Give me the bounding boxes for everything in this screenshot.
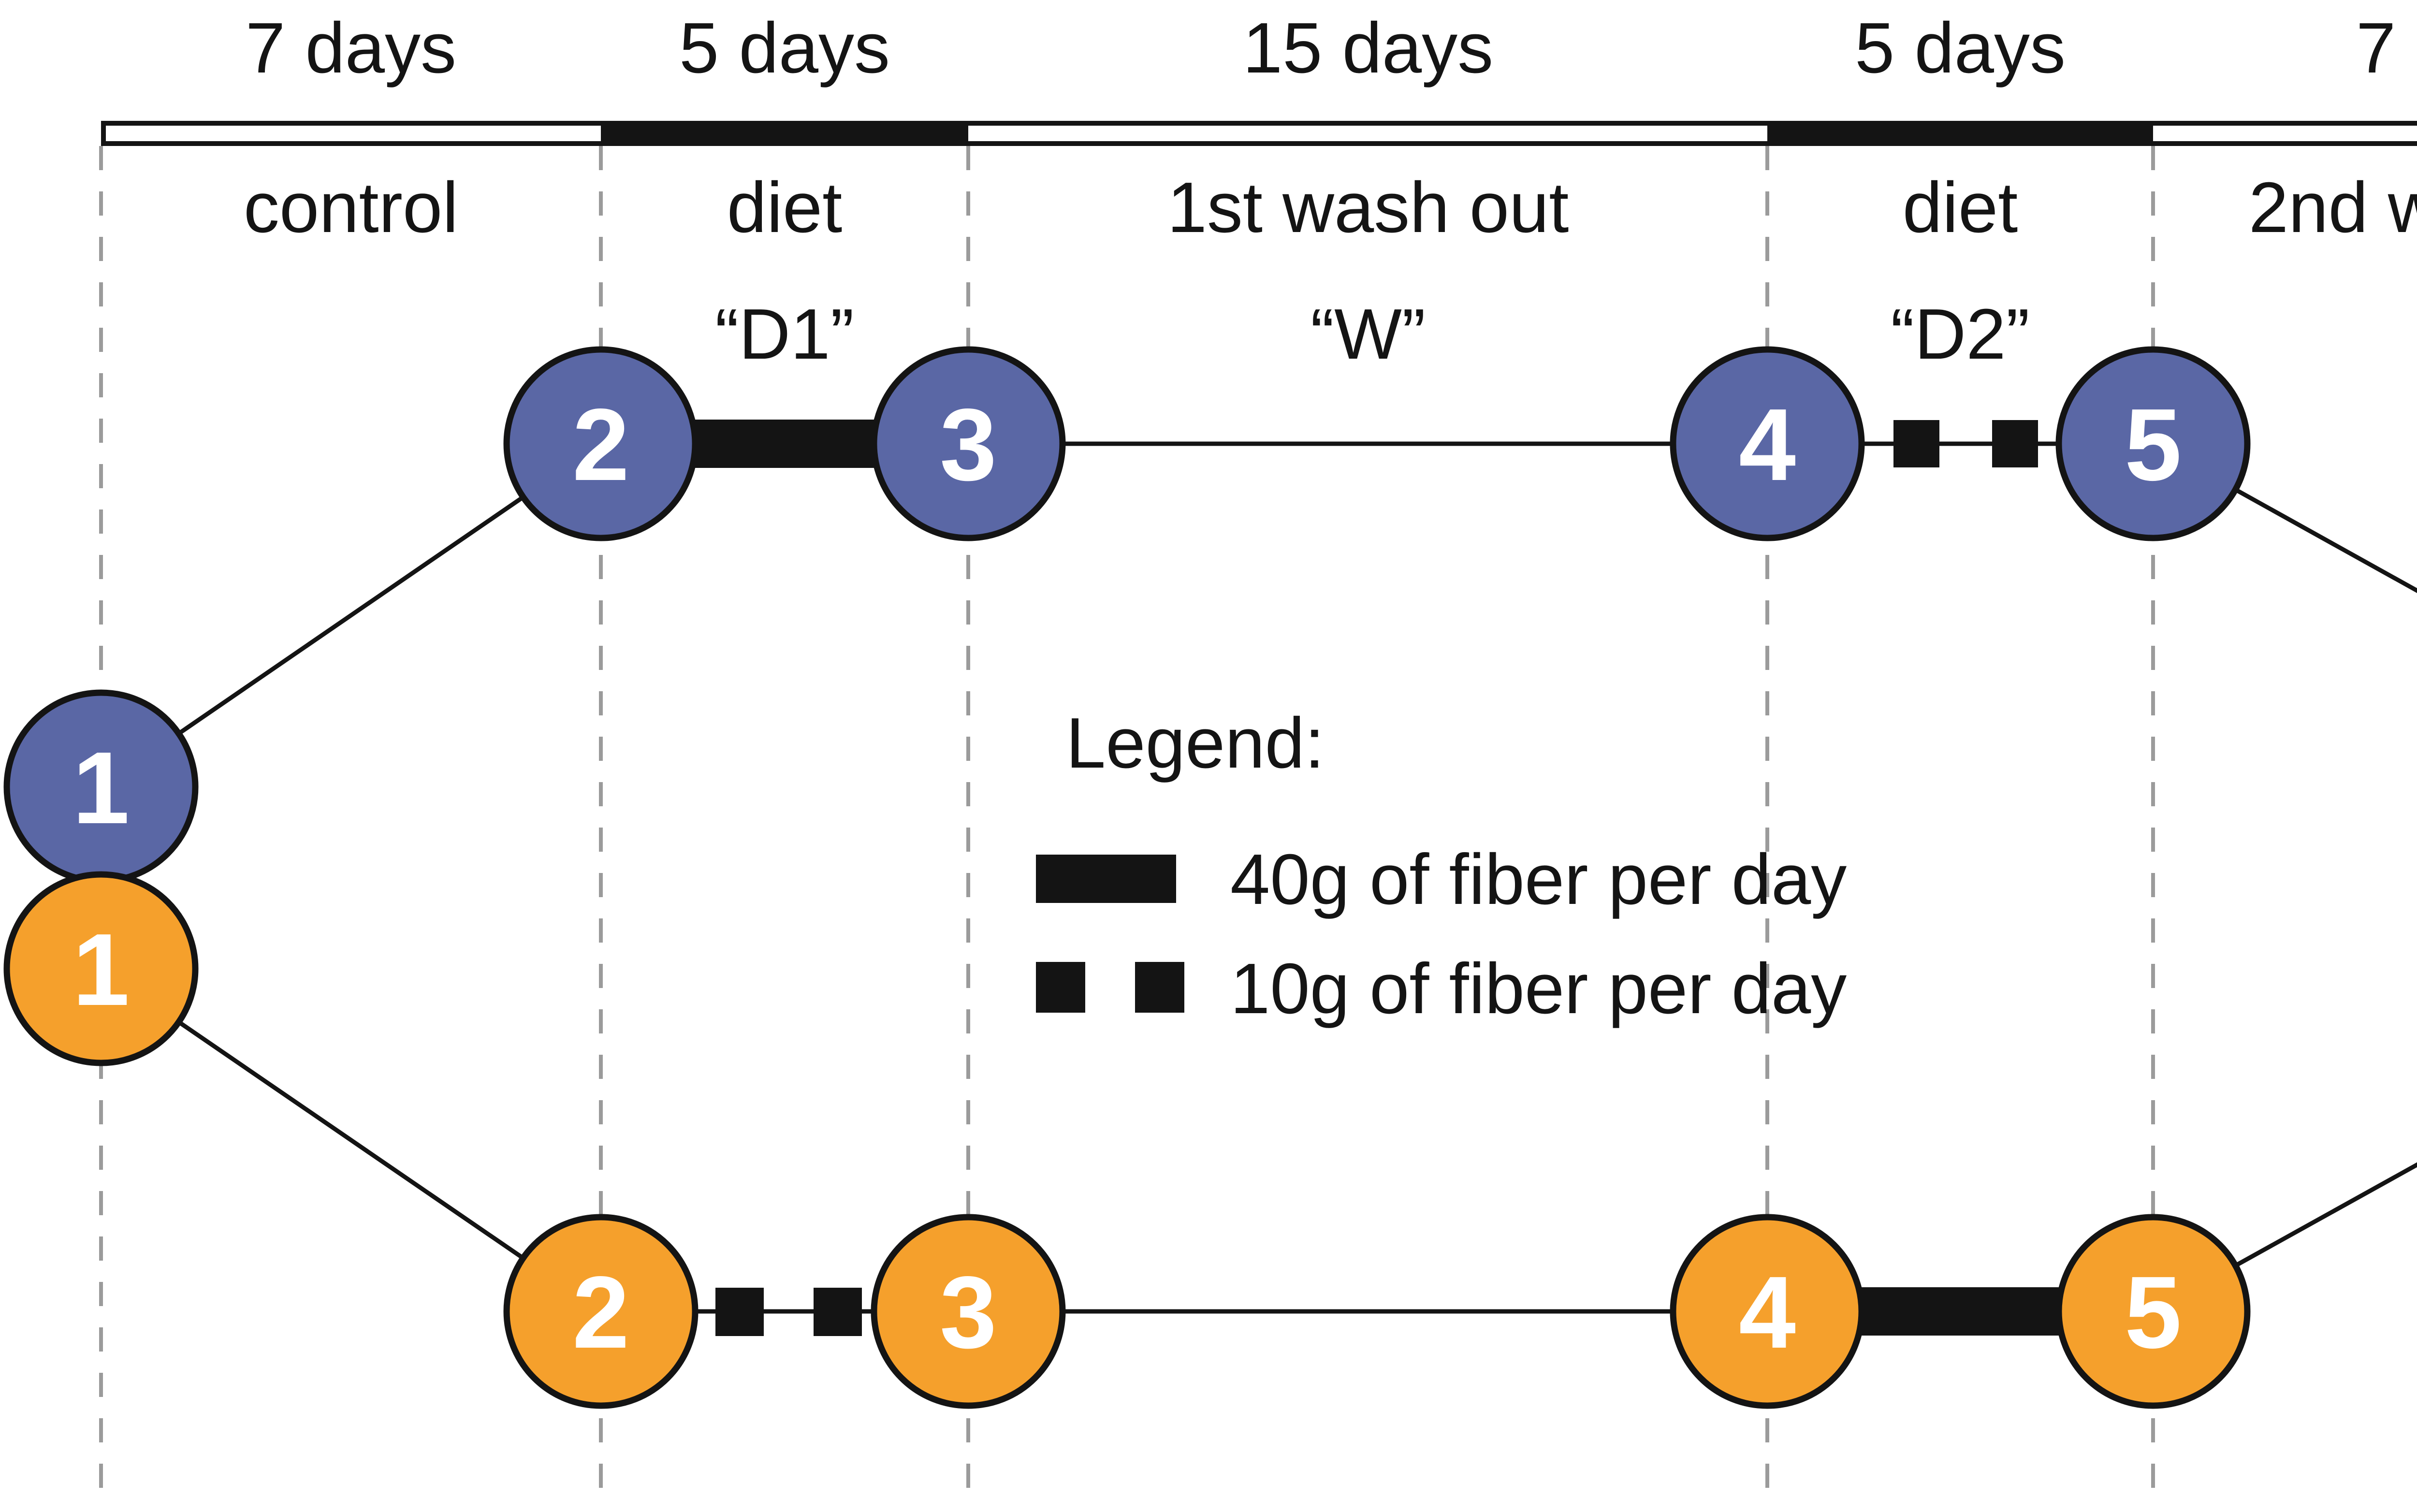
- duration-label-washout1: 15 days: [1243, 8, 1493, 88]
- node-number: 4: [1739, 1255, 1796, 1369]
- node-number: 5: [2125, 387, 2182, 502]
- phase-label-washout2: 2nd wash out: [2249, 168, 2417, 247]
- node-number: 3: [940, 1255, 997, 1369]
- node-orange-2: 2: [503, 1214, 699, 1409]
- phase-label-control: control: [244, 168, 458, 247]
- node-number: 1: [73, 912, 130, 1027]
- node-orange-1: 1: [3, 871, 199, 1066]
- duration-label-diet2: 5 days: [1855, 8, 2066, 88]
- legend-10g-label: 10g of fiber per day: [1230, 949, 1847, 1029]
- duration-label-control: 7 days: [246, 8, 456, 88]
- node-circle: [871, 1214, 1066, 1409]
- node-orange-5: 5: [2055, 1214, 2251, 1409]
- node-circle: [1670, 346, 1865, 541]
- node-circle: [2055, 346, 2251, 541]
- node-blue-2: 2: [503, 346, 699, 541]
- phase-label-diet2: diet: [1903, 168, 2018, 247]
- edge-orange-5-6: [2152, 1162, 2417, 1313]
- phase-label-diet1: diet: [727, 168, 843, 247]
- timeline-diet2-segment: [1767, 121, 2153, 146]
- node-circle: [871, 346, 1066, 541]
- node-circle: [503, 346, 699, 541]
- node-blue-5: 5: [2055, 346, 2251, 541]
- legend-40g-label: 40g of fiber per day: [1230, 840, 1847, 919]
- edge-blue-4-5-10g-square-1: [1893, 420, 1939, 467]
- node-blue-4: 4: [1670, 346, 1865, 541]
- edge-blue-5-6: [2152, 442, 2417, 593]
- node-blue-1: 1: [3, 689, 199, 885]
- node-blue-3: 3: [871, 346, 1066, 541]
- edge-blue-1-2: [100, 442, 602, 789]
- period-code-d2: “D2”: [1891, 294, 2030, 374]
- legend-10g-swatch-square-2: [1135, 962, 1184, 1013]
- duration-label-washout2: 7 days: [2356, 8, 2417, 88]
- node-number: 2: [572, 387, 629, 502]
- edge-orange-1-2: [100, 967, 602, 1313]
- edge-orange-2-3-10g-square-2: [814, 1288, 862, 1336]
- node-circle: [3, 871, 199, 1066]
- edge-orange-2-3-10g-square-1: [715, 1288, 764, 1336]
- node-orange-3: 3: [871, 1214, 1066, 1409]
- legend-title: Legend:: [1066, 703, 1325, 783]
- edge-blue-4-5-10g-square-2: [1992, 420, 2038, 467]
- timeline-diet1-segment: [601, 121, 968, 146]
- legend-40g-swatch-solid-bar: [1036, 855, 1176, 903]
- node-number: 2: [572, 1255, 629, 1369]
- legend: Legend: 40g of fiber per day 10g of fibe…: [1036, 703, 1847, 1029]
- duration-label-diet1: 5 days: [679, 8, 890, 88]
- node-circle: [503, 1214, 699, 1409]
- node-number: 4: [1739, 387, 1796, 502]
- node-number: 3: [940, 387, 997, 502]
- legend-10g-swatch-square-1: [1036, 962, 1085, 1013]
- node-circle: [2055, 1214, 2251, 1409]
- period-code-w: “W”: [1310, 294, 1426, 374]
- node-circle: [1670, 1214, 1865, 1409]
- node-number: 5: [2125, 1255, 2182, 1369]
- node-number: 1: [73, 730, 130, 845]
- phase-label-washout1: 1st wash out: [1167, 168, 1569, 247]
- node-orange-4: 4: [1670, 1214, 1865, 1409]
- period-code-d1: “D1”: [715, 294, 854, 374]
